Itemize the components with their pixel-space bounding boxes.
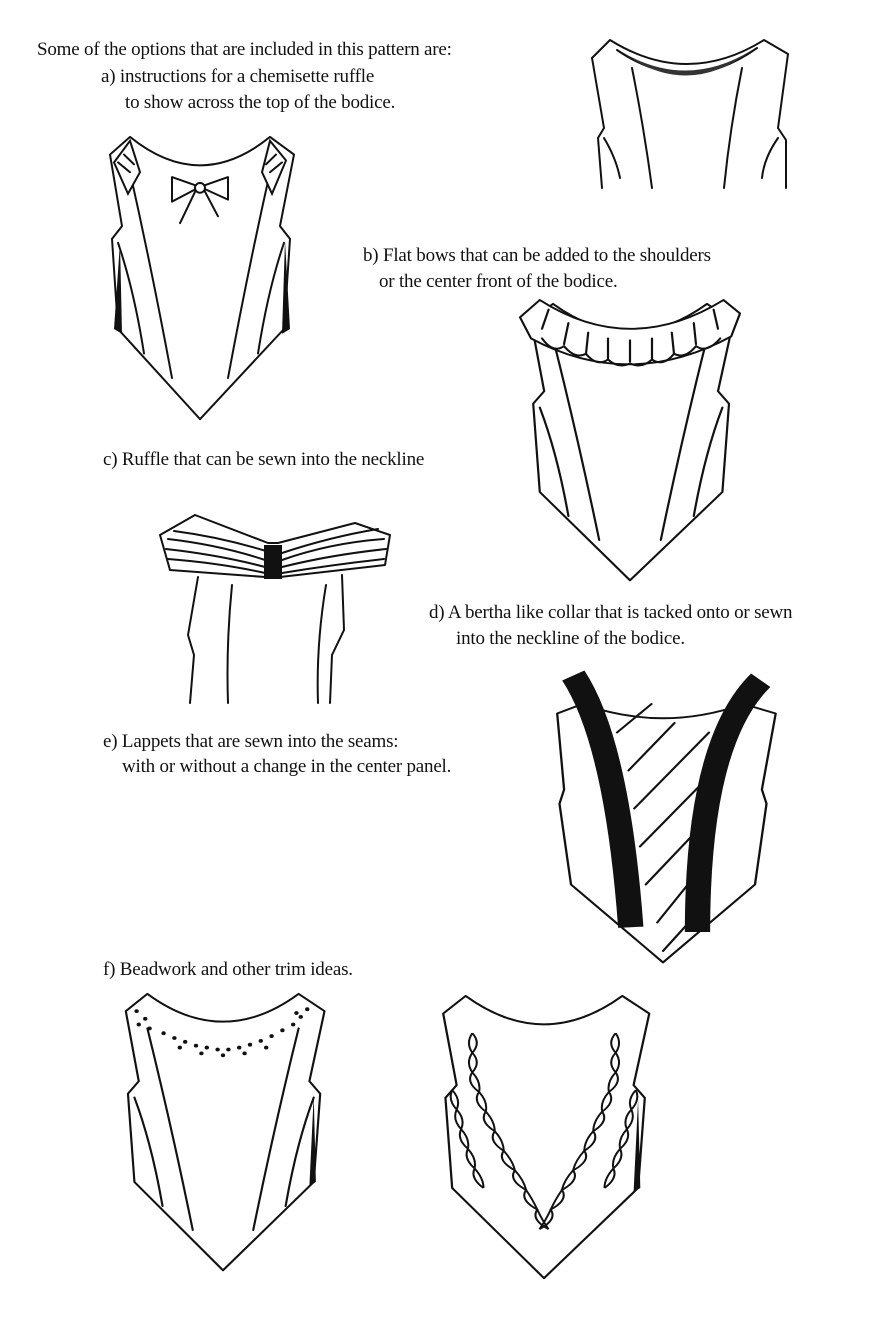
lappets-bodice-illustration (556, 670, 777, 964)
option-d-line1: d) A bertha like collar that is tacked o… (429, 602, 793, 623)
option-a-line2: to show across the top of the bodice. (125, 92, 396, 113)
option-d-line2: into the neckline of the bodice. (456, 628, 685, 649)
bead-dots (134, 1007, 310, 1058)
option-e-line1: e) Lappets that are sewn into the seams: (103, 731, 399, 752)
bead-chains (449, 1032, 639, 1230)
option-c-line1: c) Ruffle that can be sewn into the neck… (103, 449, 425, 470)
bow-icon (171, 176, 229, 225)
beadwork-dots-bodice-illustration (124, 992, 326, 1272)
beadwork-chains-bodice-illustration (442, 994, 651, 1280)
option-b-line1: b) Flat bows that can be added to the sh… (363, 245, 711, 266)
option-e-line2: with or without a change in the center p… (122, 756, 452, 777)
neckline-ruffle-bodice-illustration (518, 299, 742, 582)
option-f-line1: f) Beadwork and other trim ideas. (103, 959, 353, 980)
bertha-collar-illustration (159, 514, 391, 704)
option-b-line2: or the center front of the bodice. (379, 271, 618, 292)
chemisette-ruffle-illustration (591, 39, 789, 189)
option-a-line1: a) instructions for a chemisette ruffle (101, 66, 375, 87)
flat-bows-bodice-illustration (109, 135, 295, 421)
intro-text: Some of the options that are included in… (37, 39, 452, 60)
